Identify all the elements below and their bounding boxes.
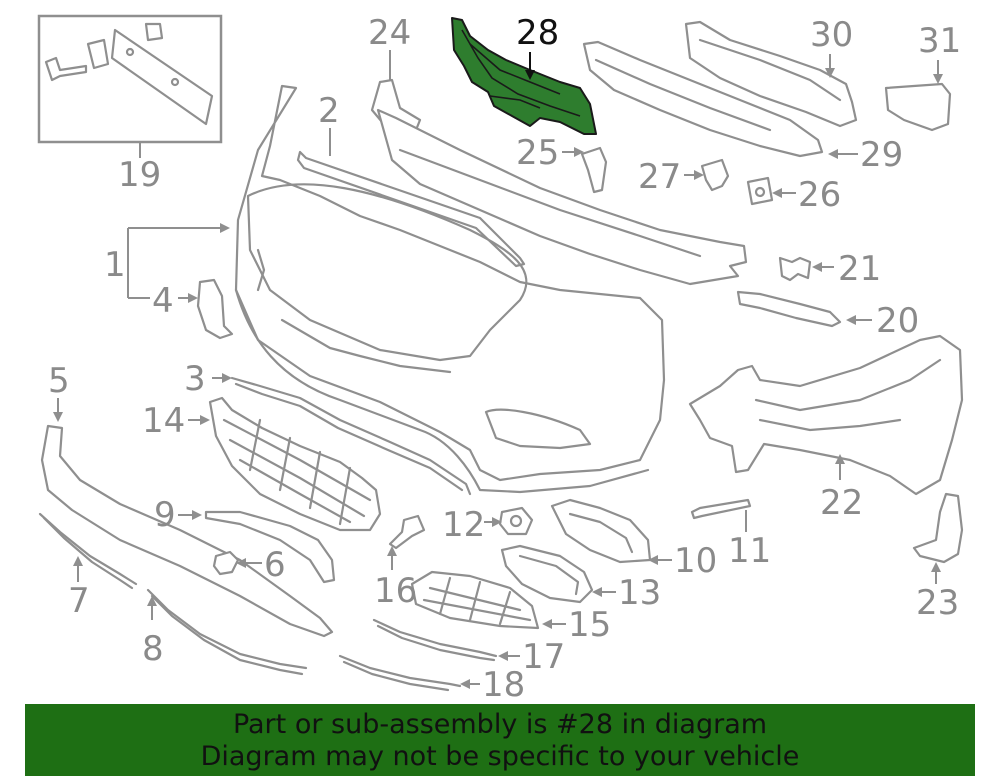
part-10-fog-bezel bbox=[550, 498, 672, 565]
part-20-guide bbox=[736, 290, 872, 328]
part-15-grille bbox=[410, 570, 566, 630]
callout-15: 15 bbox=[568, 605, 611, 645]
callout-23: 23 bbox=[916, 583, 959, 623]
part-6-clip bbox=[212, 550, 262, 576]
part-14-lower-grille bbox=[188, 396, 382, 532]
part-30-absorber bbox=[684, 20, 858, 128]
callout-28: 28 bbox=[516, 13, 559, 53]
callout-16: 16 bbox=[374, 571, 417, 611]
part-22-side-bracket bbox=[688, 334, 964, 496]
callout-7: 7 bbox=[68, 581, 90, 621]
part-31-bracket bbox=[884, 60, 952, 132]
callout-labels: 1 2 3 4 5 6 7 8 9 10 11 12 13 14 15 16 1… bbox=[48, 13, 961, 705]
callout-24: 24 bbox=[368, 13, 411, 53]
banner-line-2: Diagram may not be specific to your vehi… bbox=[200, 741, 800, 772]
callout-9: 9 bbox=[154, 495, 176, 535]
part-3-strip bbox=[212, 373, 472, 496]
callout-8: 8 bbox=[142, 629, 164, 669]
notice-banner: Part or sub-assembly is #28 in diagram D… bbox=[25, 704, 975, 776]
callout-3: 3 bbox=[184, 359, 206, 399]
part-17-strip bbox=[372, 618, 520, 662]
part-18-strip bbox=[338, 654, 480, 692]
part-28-highlighted bbox=[451, 17, 597, 135]
callout-14: 14 bbox=[142, 401, 185, 441]
callout-11: 11 bbox=[728, 531, 771, 571]
part-16-screw bbox=[387, 514, 426, 570]
part-21-clip bbox=[778, 256, 834, 282]
part-5-lower-lip bbox=[40, 398, 334, 638]
callout-4: 4 bbox=[152, 281, 174, 321]
callout-19: 19 bbox=[118, 155, 161, 195]
callout-26: 26 bbox=[798, 175, 841, 215]
callout-20: 20 bbox=[876, 301, 919, 341]
part-12-sensor bbox=[484, 506, 534, 536]
part-upper-reinforcement bbox=[376, 108, 748, 286]
callout-18: 18 bbox=[482, 665, 525, 705]
part-4-side-insert bbox=[178, 278, 234, 340]
part-8-trim bbox=[146, 588, 308, 676]
part-9-moulding bbox=[178, 510, 336, 584]
callout-12: 12 bbox=[442, 505, 485, 545]
banner-line-1: Part or sub-assembly is #28 in diagram bbox=[232, 709, 768, 740]
part-27-fastener bbox=[684, 158, 730, 192]
part-29-absorber bbox=[582, 40, 858, 159]
callout-17: 17 bbox=[522, 637, 565, 677]
part-13-trim-ring bbox=[500, 544, 616, 604]
part-11-bolt bbox=[690, 498, 752, 532]
callout-30: 30 bbox=[810, 15, 853, 55]
part-23-bracket bbox=[912, 492, 964, 584]
callout-25: 25 bbox=[516, 133, 559, 173]
callout-29: 29 bbox=[860, 135, 903, 175]
part-26-nut bbox=[746, 176, 796, 206]
inset-box-19 bbox=[37, 14, 223, 158]
callout-1: 1 bbox=[104, 245, 126, 285]
callout-31: 31 bbox=[918, 21, 961, 61]
callout-2: 2 bbox=[318, 91, 340, 131]
part-7-trim bbox=[38, 512, 138, 590]
callout-13: 13 bbox=[618, 573, 661, 613]
callout-5: 5 bbox=[48, 361, 70, 401]
callout-27: 27 bbox=[638, 157, 681, 197]
callout-22: 22 bbox=[820, 483, 863, 523]
callout-10: 10 bbox=[674, 541, 717, 581]
part-25-clip bbox=[562, 146, 608, 194]
callout-21: 21 bbox=[838, 249, 881, 289]
callout-6: 6 bbox=[264, 545, 286, 585]
part-1-bumper-cover bbox=[127, 84, 666, 494]
